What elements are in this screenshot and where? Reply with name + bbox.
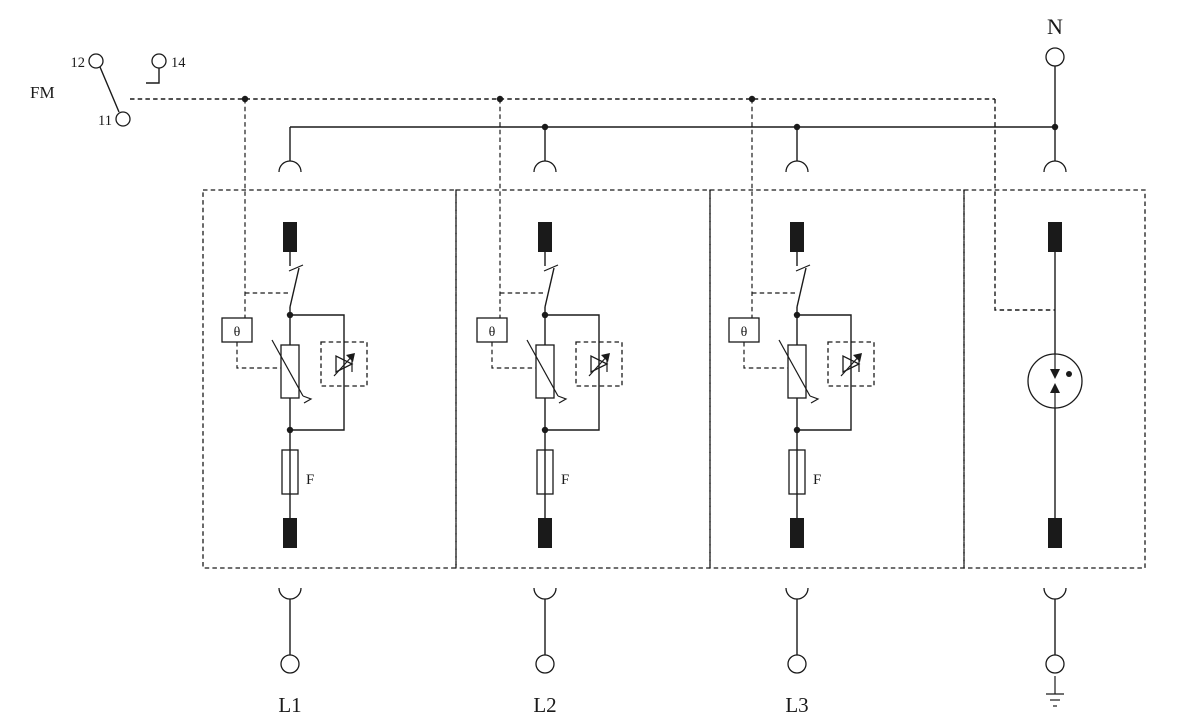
phase-label: L1 [278, 693, 301, 717]
junction-dot [1051, 123, 1059, 131]
terminal-12-circle [88, 53, 104, 69]
plug-connector-bottom [1043, 587, 1067, 600]
module-enclosure [709, 189, 965, 569]
signal-line-to-gdt [994, 99, 1055, 311]
plug-connector-top [1043, 160, 1067, 173]
thermal-sense-dashed [743, 342, 788, 369]
module-terminal-blade-bottom [538, 518, 552, 548]
status-indicator-box [575, 341, 623, 387]
module-enclosure [202, 189, 457, 569]
indicator-triangle-icon [842, 354, 861, 374]
gdt-gas-dot [1066, 371, 1072, 377]
gdt-arrowhead-down [1050, 369, 1060, 379]
signal-linkage-dashed [130, 95, 1055, 311]
indicator-triangle-icon [590, 354, 609, 374]
terminal-14-label: 14 [171, 55, 186, 71]
fuse-symbol [788, 449, 806, 495]
spd-module-l2: θ F L2 [455, 99, 711, 717]
plug-connector-bottom [533, 587, 557, 600]
indicator-arrowhead [601, 353, 610, 362]
terminal-11-circle [115, 111, 131, 127]
disconnect-tick [795, 264, 811, 272]
thermal-label: θ [741, 325, 748, 340]
indicator-branch [545, 314, 600, 431]
module-terminal-blade-top [538, 222, 552, 252]
status-indicator-box [827, 341, 875, 387]
thermal-protection-box [221, 317, 253, 343]
terminal-circle [535, 654, 555, 674]
common-bus [289, 123, 1059, 161]
module-terminal-blade-bottom [790, 518, 804, 548]
plug-connector-bottom [785, 587, 809, 600]
n-label: N [1047, 14, 1063, 39]
varistor-diagonal [271, 339, 304, 397]
spd-module-l3: θ F L3 [709, 99, 965, 717]
varistor-disconnect-flag [809, 395, 820, 404]
thermal-label: θ [234, 325, 241, 340]
indicator-arrowhead [853, 353, 862, 362]
fuse-symbol [536, 449, 554, 495]
indicator-branch [797, 314, 852, 431]
indicator-branch [290, 314, 345, 431]
terminal-11-label: 11 [98, 113, 112, 129]
module-terminal-blade-top [1048, 222, 1062, 252]
n-terminal-circle [1045, 47, 1065, 67]
remote-signal-contact: FM 12 14 11 [30, 53, 186, 129]
spd-module-l1: θ F L1 [202, 99, 457, 717]
fuse-label: F [813, 472, 821, 488]
terminal-circle [280, 654, 300, 674]
module-terminal-blade-top [790, 222, 804, 252]
indicator-arrowhead [346, 353, 355, 362]
terminal-circle [787, 654, 807, 674]
neutral-terminal: N [1045, 14, 1065, 127]
disconnect-switch [289, 267, 300, 308]
varistor-disconnect-flag [302, 395, 313, 404]
plug-connector-top [278, 160, 302, 173]
varistor-diagonal [778, 339, 811, 397]
earth-ground-icon [1046, 676, 1064, 707]
module-terminal-blade-bottom [1048, 518, 1062, 548]
plug-connector-top [533, 160, 557, 173]
junction-dot [541, 123, 549, 131]
fuse-label: F [561, 472, 569, 488]
spd-module-npe [963, 160, 1146, 707]
module-enclosure [963, 189, 1146, 569]
plug-connector-bottom [278, 587, 302, 600]
terminal-14-hook [146, 68, 160, 84]
gdt-arrowhead-up [1050, 383, 1060, 393]
plug-connector-top [785, 160, 809, 173]
status-indicator-box [320, 341, 368, 387]
fuse-label: F [306, 472, 314, 488]
module-terminal-blade-top [283, 222, 297, 252]
module-terminal-blade-bottom [283, 518, 297, 548]
thermal-protection-box [476, 317, 508, 343]
thermal-label: θ [489, 325, 496, 340]
thermal-sense-dashed [491, 342, 536, 369]
terminal-circle [1045, 654, 1065, 674]
phase-label: L2 [533, 693, 556, 717]
varistor-diagonal [526, 339, 559, 397]
varistor-disconnect-flag [557, 395, 568, 404]
terminal-12-label: 12 [71, 55, 86, 71]
disconnect-tick [543, 264, 559, 272]
fm-label: FM [30, 83, 55, 102]
fuse-symbol [281, 449, 299, 495]
thermal-sense-dashed [236, 342, 281, 369]
junction-dot [793, 123, 801, 131]
disconnect-tick [288, 264, 304, 272]
phase-label: L3 [785, 693, 808, 717]
indicator-triangle-icon [335, 354, 354, 374]
module-enclosure [455, 189, 711, 569]
disconnect-switch [544, 267, 555, 308]
switch-blade [99, 66, 120, 113]
disconnect-switch [796, 267, 807, 308]
terminal-14-circle [151, 53, 167, 69]
